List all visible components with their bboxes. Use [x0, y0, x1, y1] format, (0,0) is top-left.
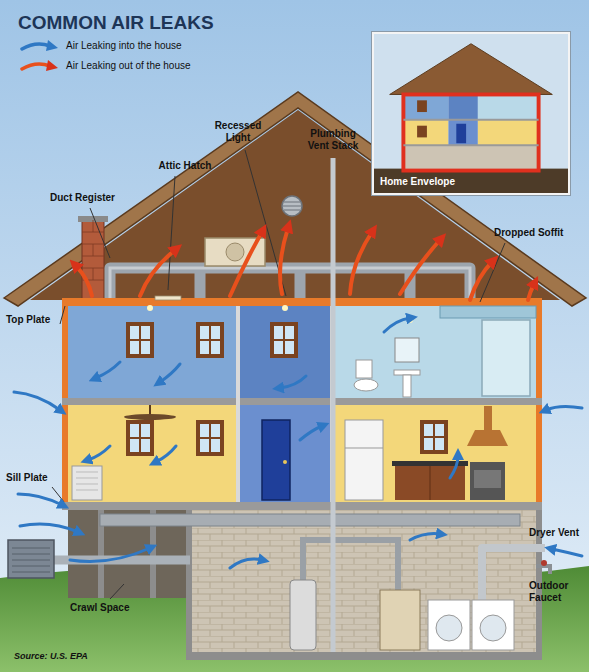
arrow-shaft — [22, 64, 50, 69]
inset-shape — [403, 144, 538, 146]
inset-shape — [403, 94, 538, 170]
inset-shape — [417, 100, 427, 112]
legend-row: Air Leaking into the house — [20, 38, 280, 54]
part-label: Plumbing Vent Stack — [302, 128, 364, 152]
part-label: Sill Plate — [6, 472, 58, 484]
part-label: Dropped Soffit — [494, 227, 578, 239]
legend-row: Air Leaking out of the house — [20, 58, 280, 74]
inset-shape — [456, 124, 466, 144]
part-label: Attic Hatch — [146, 160, 224, 172]
inset-shape — [374, 34, 568, 193]
source-caption: Source: U.S. EPA — [14, 650, 88, 662]
inset-shape — [448, 120, 477, 145]
part-label: Outdoor Faucet — [529, 580, 585, 604]
envelope-inset-art — [374, 34, 568, 193]
inset-shape — [478, 94, 539, 119]
inset-shape — [390, 44, 553, 95]
part-label: Dryer Vent — [529, 527, 585, 539]
legend-arrow — [20, 58, 60, 74]
arrow-shaft — [22, 44, 50, 49]
legend-text: Air Leaking into the house — [66, 40, 182, 52]
part-label: Top Plate — [6, 314, 62, 326]
inset-panel: Home Envelope — [372, 32, 570, 195]
legend-arrow — [20, 38, 60, 54]
diagram-title: COMMON AIR LEAKS — [18, 12, 214, 34]
inset-shape — [403, 119, 538, 121]
inset-shape — [403, 145, 538, 170]
inset-shape — [448, 94, 477, 119]
inset-shape — [478, 120, 539, 145]
part-label: Recessed Light — [210, 120, 266, 144]
legend-text: Air Leaking out of the house — [66, 60, 191, 72]
inset-shape — [403, 94, 448, 119]
inset-caption: Home Envelope — [380, 176, 455, 188]
part-label: Crawl Space — [70, 602, 150, 614]
inset-shape — [403, 120, 448, 145]
part-label: Duct Register — [50, 192, 134, 204]
inset-shape — [417, 126, 427, 138]
arrow-head — [46, 60, 58, 71]
arrow-head — [46, 40, 58, 51]
